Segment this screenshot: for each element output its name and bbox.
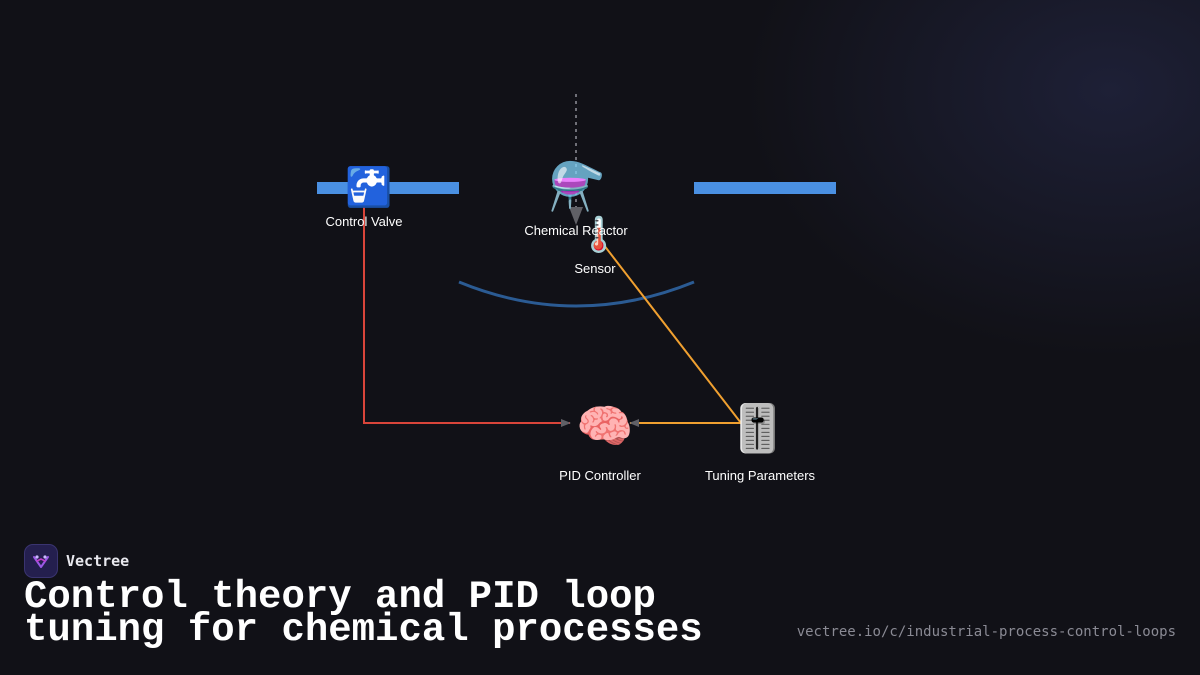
valve-to-controller-link: [363, 206, 571, 427]
page-title: Control theory and PID loop tuning for c…: [24, 575, 703, 652]
inlet-pipe: [317, 182, 459, 194]
reactor-stirrer-arrow: [569, 207, 583, 225]
sensor-label: Sensor: [574, 261, 616, 276]
control-valve-label: Control Valve: [325, 214, 402, 229]
vectree-logo-icon: [24, 544, 58, 578]
thermometer-icon: 🌡️: [578, 215, 620, 254]
brand: Vectree: [24, 544, 129, 578]
reactor-vessel-curve: [458, 280, 695, 308]
sensor-to-controller-link: [599, 239, 744, 427]
brand-name: Vectree: [66, 552, 130, 570]
tuning-parameters-label: Tuning Parameters: [705, 468, 816, 483]
outlet-pipe: [694, 182, 836, 194]
control-knobs-icon: 🎚️: [729, 402, 786, 455]
pid-controller-label: PID Controller: [559, 468, 641, 483]
faucet-icon: 🚰: [345, 165, 392, 209]
course-url-link[interactable]: vectree.io/c/industrial-process-control-…: [796, 624, 1176, 640]
brain-icon: 🧠: [576, 400, 633, 452]
chemical-reactor-label: Chemical Reactor: [524, 223, 628, 238]
flask-icon: ⚗️: [548, 160, 605, 213]
